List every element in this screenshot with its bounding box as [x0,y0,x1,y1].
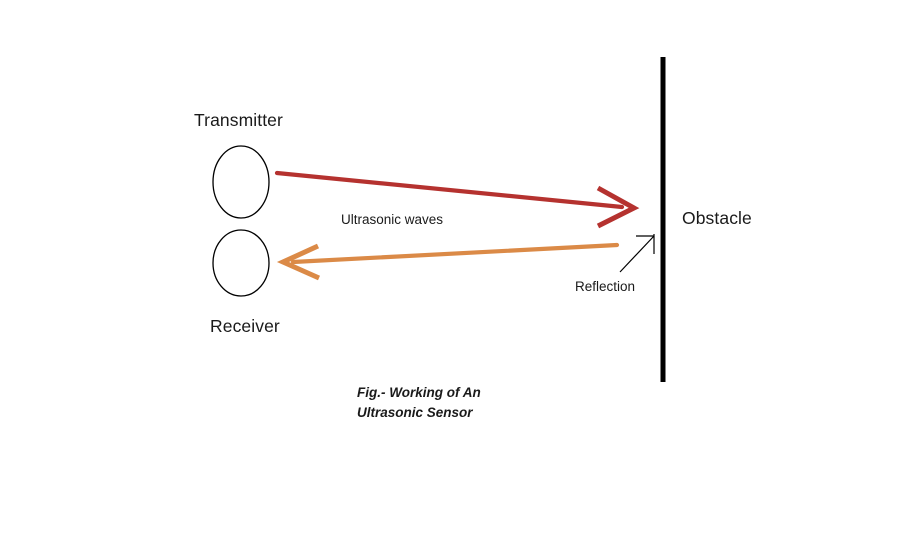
reflected-wave-arrow [276,242,620,281]
figure-caption-line-2: Ultrasonic Sensor [357,405,473,420]
receiver-ellipse [212,229,270,297]
receiver-label: Receiver [210,316,280,336]
ultrasonic-waves-label: Ultrasonic waves [341,212,444,227]
figure-caption-line-1: Fig.- Working of An [357,385,481,400]
reflection-label: Reflection [575,279,636,294]
transmitter-ellipse [212,145,270,219]
outgoing-wave-arrow [274,170,640,229]
reflection-pointer-arrow [619,234,655,273]
transmitter-label: Transmitter [194,110,283,130]
obstacle-label: Obstacle [682,208,752,228]
figure-caption: Fig.- Working of An Ultrasonic Sensor [357,383,481,423]
